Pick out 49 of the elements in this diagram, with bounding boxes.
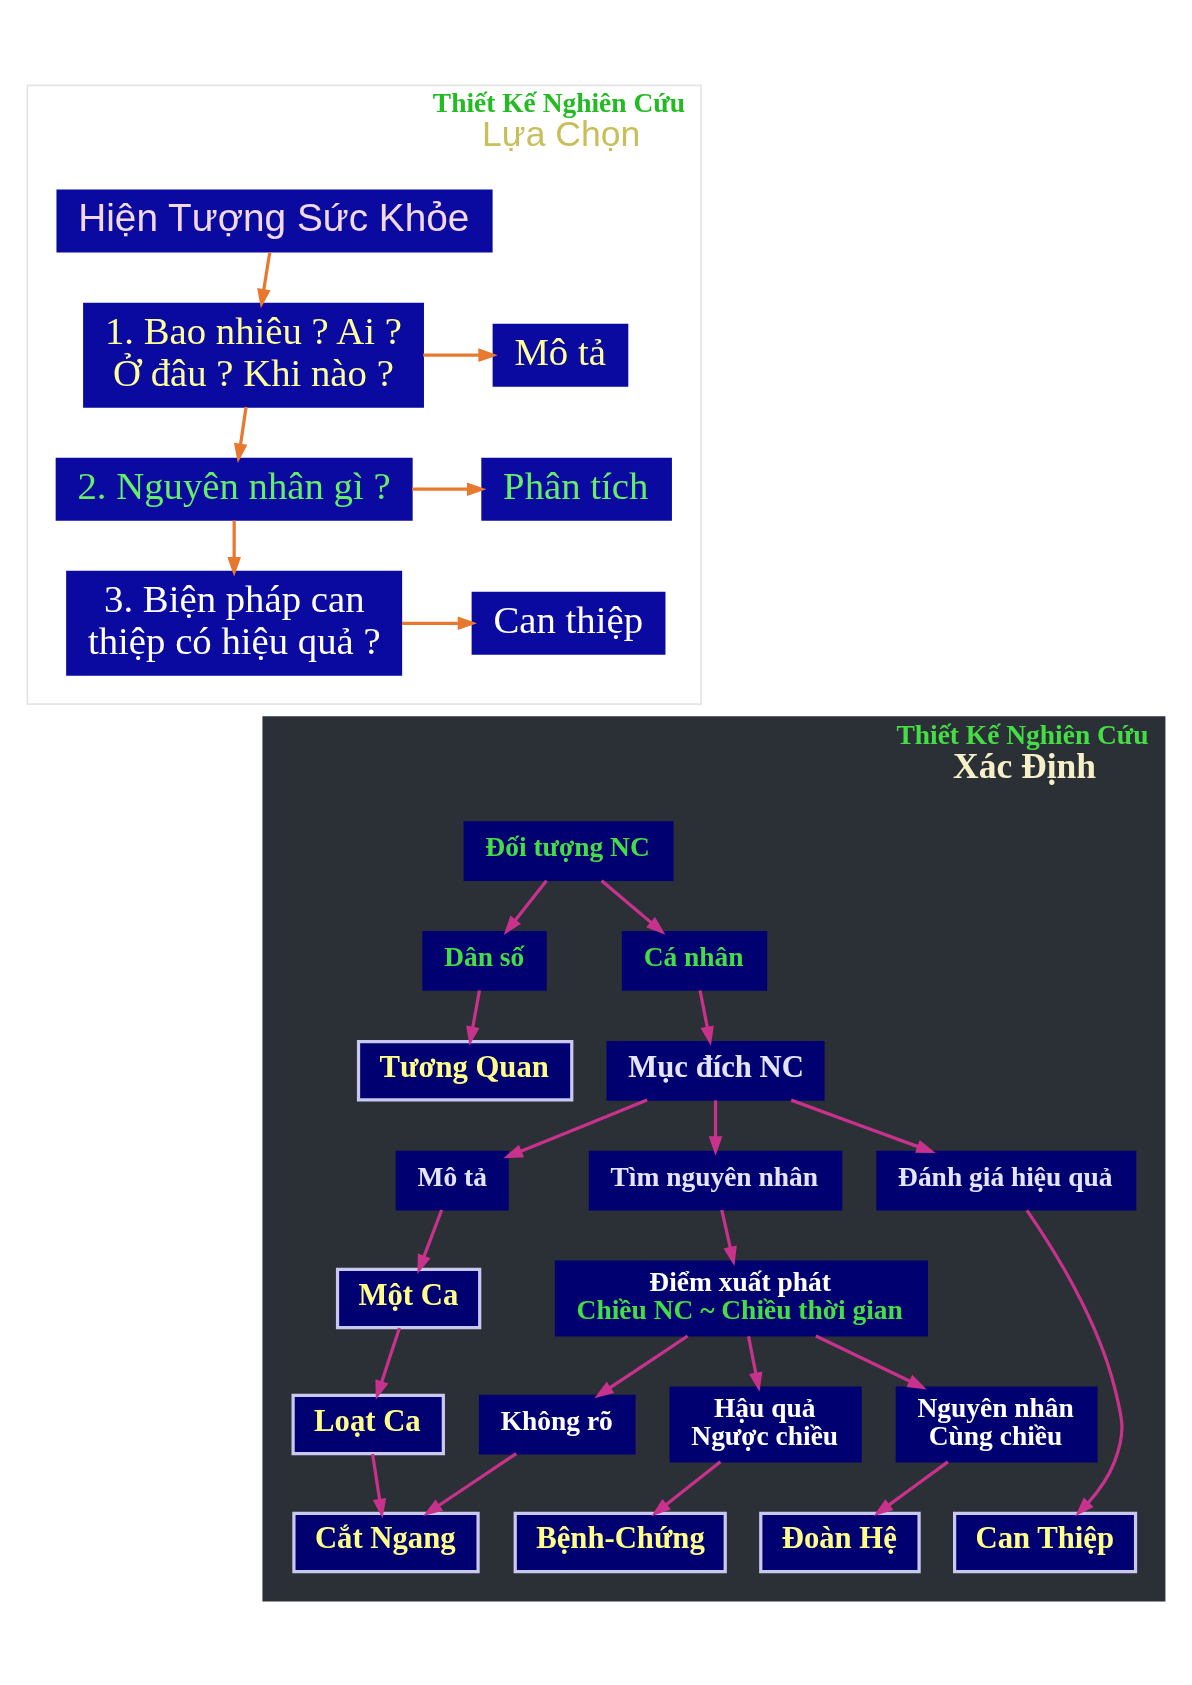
node-box: 2. Nguyên nhân gì ? [55,457,413,521]
node-box: Điểm xuất phát Chiều NC ~ Chiều thời gian [554,1260,928,1336]
arrow [423,347,498,362]
node-box: Can Thiệp [953,1511,1138,1573]
node-box: Hậu quả Ngược chiều [669,1386,862,1462]
node-box: Hiện Tượng Sức Khỏe [56,189,493,253]
arrow [503,1098,648,1158]
arrow [412,481,487,496]
node-box: Phân tích [481,457,672,521]
arrow [790,1098,936,1153]
node-box: Một Ca [335,1267,482,1329]
node-box: Bệnh-Chứng [513,1511,727,1573]
arrow [257,251,272,308]
node-box: Tương Quan [356,1039,574,1101]
arrow [746,1335,763,1392]
node-box: Can thiệp [471,591,666,655]
node-box: Đánh giá hiệu quả [876,1150,1137,1210]
node-box: Mô tả [395,1150,509,1210]
arrow [227,520,241,576]
node-box: Dân số [422,930,547,991]
arrow [375,1327,401,1400]
arrow [233,406,248,463]
node-box: Nguyên nhân Cùng chiều [895,1386,1098,1462]
arrow [466,989,482,1046]
node-box: Đối tượng NC [463,820,674,881]
node-box: Mục đích NC [606,1040,825,1101]
arrow [370,1453,387,1518]
node-box: 3. Biện pháp can thiệp có hiệu quả ? [66,570,403,676]
arrow [651,1460,722,1516]
node-box: Tìm nguyên nhân [588,1150,843,1210]
node-box: Không rõ [478,1394,636,1454]
node-box: Đoàn Hệ [759,1511,921,1573]
node-box: Mô tả [492,323,629,387]
arrow [600,878,666,935]
node-box: 1. Bao nhiêu ? Ai ? Ở đâu ? Khi nào ? [83,302,424,408]
arrow [594,1334,689,1398]
arrow [720,1209,737,1266]
arrow [417,1208,444,1274]
arrow [423,1451,518,1516]
node-box: Cắt Ngang [292,1511,480,1573]
node-box: Cá nhân [621,930,768,991]
arrow [1025,1208,1124,1516]
arrow [873,1460,949,1516]
arrow [402,616,478,630]
arrow [815,1334,927,1389]
node-box: Loạt Ca [291,1393,445,1455]
arrow [503,879,548,935]
arrow [708,1099,723,1156]
arrow [698,989,714,1046]
